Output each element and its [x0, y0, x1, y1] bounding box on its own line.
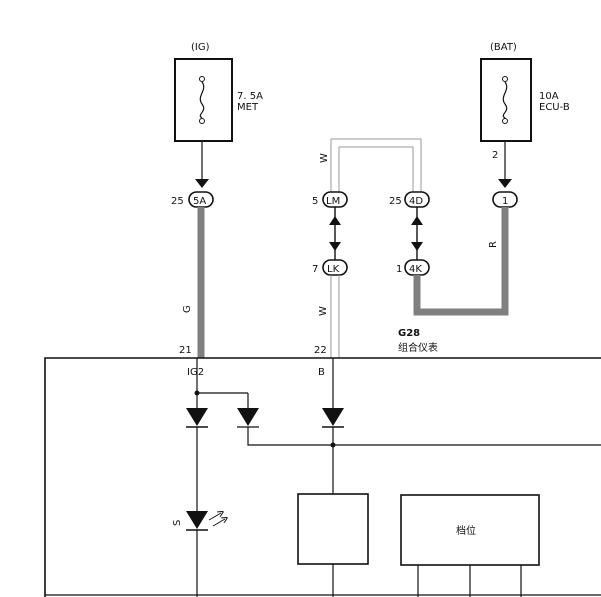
terminal-b: B [318, 367, 325, 378]
wire-color-led: S [172, 520, 183, 526]
wire-color-bat: R [488, 241, 499, 248]
connector-lm: 5 LM [312, 191, 348, 208]
diode-ig2-branch [237, 408, 601, 446]
junction-b [330, 442, 336, 448]
fuse-ig-name: MET [237, 102, 259, 113]
connector-lm-pin: 5 [312, 196, 318, 207]
connector-4d-code: 4D [409, 196, 423, 207]
fuse-ig-element [199, 81, 205, 119]
fuse-bat-source-label: (BAT) [490, 42, 517, 53]
fuse-bat-rating: 10A [539, 91, 559, 102]
led-indicator: S [172, 511, 225, 597]
wire-color-lm-loop: W [319, 153, 330, 163]
fuse-ig-terminal-top [199, 76, 205, 82]
gear-position-block: 档位 [400, 494, 540, 597]
wire-color-lk: W [318, 306, 329, 316]
diode-ig2 [186, 408, 208, 511]
combination-meter-outline [44, 357, 601, 597]
gear-position-label: 档位 [456, 524, 476, 537]
connector-1-code: 1 [502, 196, 508, 207]
fuse-ig-box [174, 58, 233, 142]
ig2-internal-circuit [194, 358, 249, 408]
connector-4d: 25 4D [389, 191, 430, 208]
connector-4k: 1 4K [396, 259, 430, 276]
wire-w-loop: W [319, 138, 422, 194]
arrow-bat-lead [498, 179, 512, 188]
connector-1: 1 [492, 191, 518, 208]
fuse-bat-name: ECU-B [539, 102, 570, 113]
connector-5a-pin: 25 [171, 196, 184, 207]
connector-5a-code: 5A [193, 196, 206, 207]
wire-r-bat: R [413, 207, 509, 316]
arrow-ig-lead [195, 179, 209, 188]
connector-4k-code: 4K [409, 264, 422, 275]
pin-b: 22 [314, 345, 327, 356]
fuse-bat-box [480, 58, 532, 142]
wire-w-lk: W [318, 275, 340, 358]
pin-ig2: 21 [179, 345, 192, 356]
fuse-ig-rating: 7. 5A [237, 91, 263, 102]
wire-color-ig: G [182, 305, 193, 313]
fuse-bat-element [502, 81, 508, 119]
fuse-bat-output-pin: 2 [492, 150, 498, 161]
connector-lk: 7 LK [312, 259, 348, 276]
connector-5a: 25 5A [171, 191, 214, 208]
connector-lk-code: LK [327, 264, 340, 275]
component-code: G28 [398, 328, 420, 339]
wire-g-ig: G [182, 207, 205, 358]
fuse-ig: (IG) 7. 5A MET [174, 42, 263, 142]
arrow-lm-lk [329, 207, 341, 260]
meter-sub-block [297, 493, 369, 565]
terminal-ig2: IG2 [187, 367, 204, 378]
connector-4k-pin: 1 [396, 264, 402, 275]
fuse-bat-terminal-bottom [502, 118, 508, 124]
b-internal-circuit [322, 358, 344, 494]
fuse-bat-terminal-top [502, 76, 508, 82]
arrow-4d-4k [411, 207, 423, 260]
fuse-bat: (BAT) 10A ECU-B 2 [480, 42, 570, 161]
connector-4d-pin: 25 [389, 196, 402, 207]
connector-lm-code: LM [326, 196, 340, 207]
connector-lk-pin: 7 [312, 264, 318, 275]
fuse-ig-source-label: (IG) [191, 42, 210, 53]
component-name: 组合仪表 [398, 341, 438, 354]
fuse-ig-terminal-bottom [199, 118, 205, 124]
